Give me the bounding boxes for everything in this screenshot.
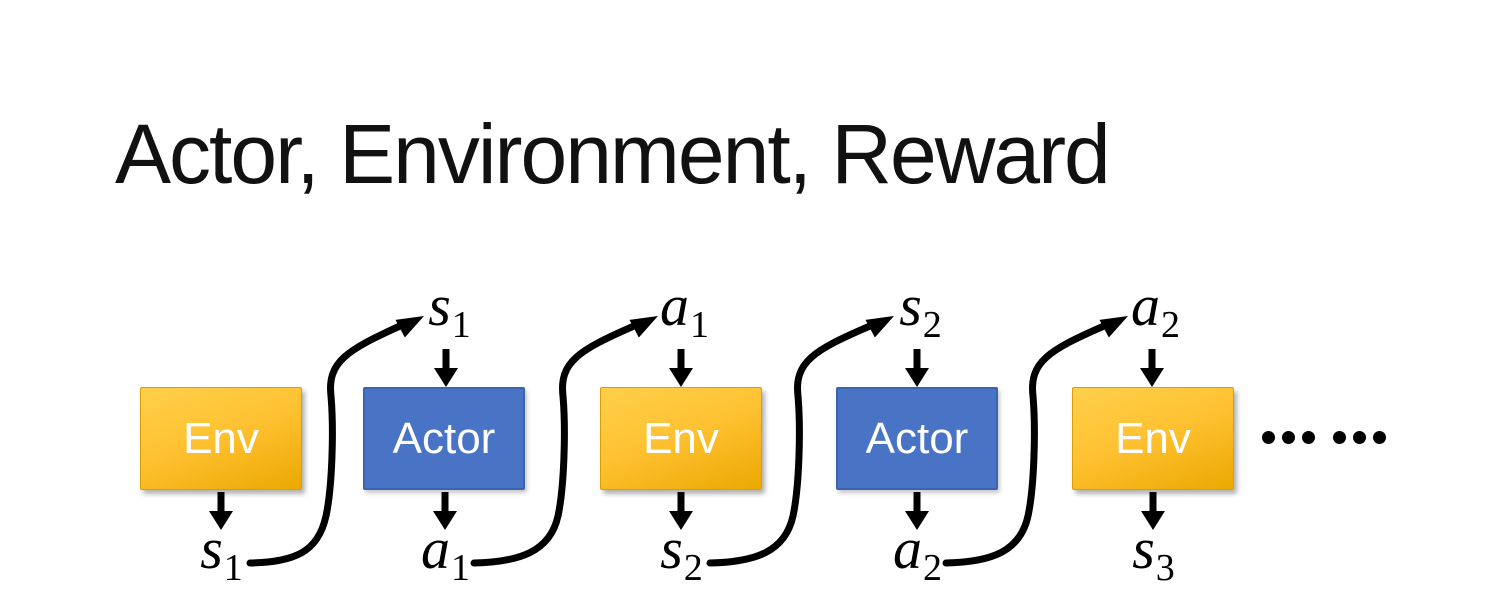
env-box-3-label: Env (1115, 413, 1191, 463)
bottom-label-s2: s2 (660, 520, 703, 588)
actor-box-1-label: Actor (392, 413, 496, 463)
bottom-label-s3-base: s (1132, 516, 1155, 581)
top-label-a1: a1 (660, 277, 709, 345)
top-label-a1-base: a (660, 273, 689, 338)
ellipsis-dot (1282, 431, 1295, 444)
bottom-label-s3: s3 (1132, 520, 1175, 588)
page-title: Actor, Environment, Reward (115, 107, 1111, 201)
bottom-label-s1: s1 (200, 520, 243, 588)
top-label-s2: s2 (899, 277, 942, 345)
top-label-s1-base: s (428, 273, 451, 338)
top-label-a1-sub: 1 (690, 304, 709, 346)
bottom-label-s2-sub: 2 (683, 547, 703, 589)
down-arrow-into-actor2 (905, 349, 929, 387)
env-box-1: Env (140, 387, 302, 490)
bottom-label-s2-base: s (660, 516, 683, 581)
top-label-a2-base: a (1131, 273, 1160, 338)
bottom-label-s1-base: s (200, 516, 223, 581)
down-arrow-into-env3 (1140, 349, 1164, 387)
bottom-label-s3-sub: 3 (1155, 547, 1175, 589)
ellipsis-dot (1302, 431, 1315, 444)
ellipsis-icon (1262, 431, 1393, 444)
actor-box-2-label: Actor (865, 413, 969, 463)
env-box-2: Env (600, 387, 762, 490)
down-arrow-into-actor1 (434, 349, 458, 387)
ellipsis-dot (1353, 431, 1366, 444)
ellipsis-dot (1373, 431, 1386, 444)
bottom-label-a2: a2 (893, 520, 942, 588)
top-label-s2-base: s (899, 273, 922, 338)
bottom-label-a2-base: a (893, 516, 922, 581)
env-box-2-label: Env (643, 413, 719, 463)
bottom-label-s1-sub: 1 (223, 547, 243, 589)
actor-box-2: Actor (836, 387, 998, 490)
env-box-1-label: Env (183, 413, 259, 463)
ellipsis-dot (1262, 431, 1275, 444)
bottom-label-a1: a1 (421, 520, 470, 588)
top-label-s1: s1 (428, 277, 471, 345)
bottom-label-a2-sub: 2 (923, 547, 942, 589)
down-arrow-into-env2 (669, 349, 693, 387)
actor-box-1: Actor (363, 387, 525, 490)
ellipsis-dot (1333, 431, 1346, 444)
top-label-a2-sub: 2 (1161, 304, 1180, 346)
env-box-3: Env (1072, 387, 1234, 490)
top-label-s1-sub: 1 (451, 304, 471, 346)
top-label-a2: a2 (1131, 277, 1180, 345)
bottom-label-a1-base: a (421, 516, 450, 581)
top-label-s2-sub: 2 (922, 304, 942, 346)
bottom-label-a1-sub: 1 (451, 547, 470, 589)
